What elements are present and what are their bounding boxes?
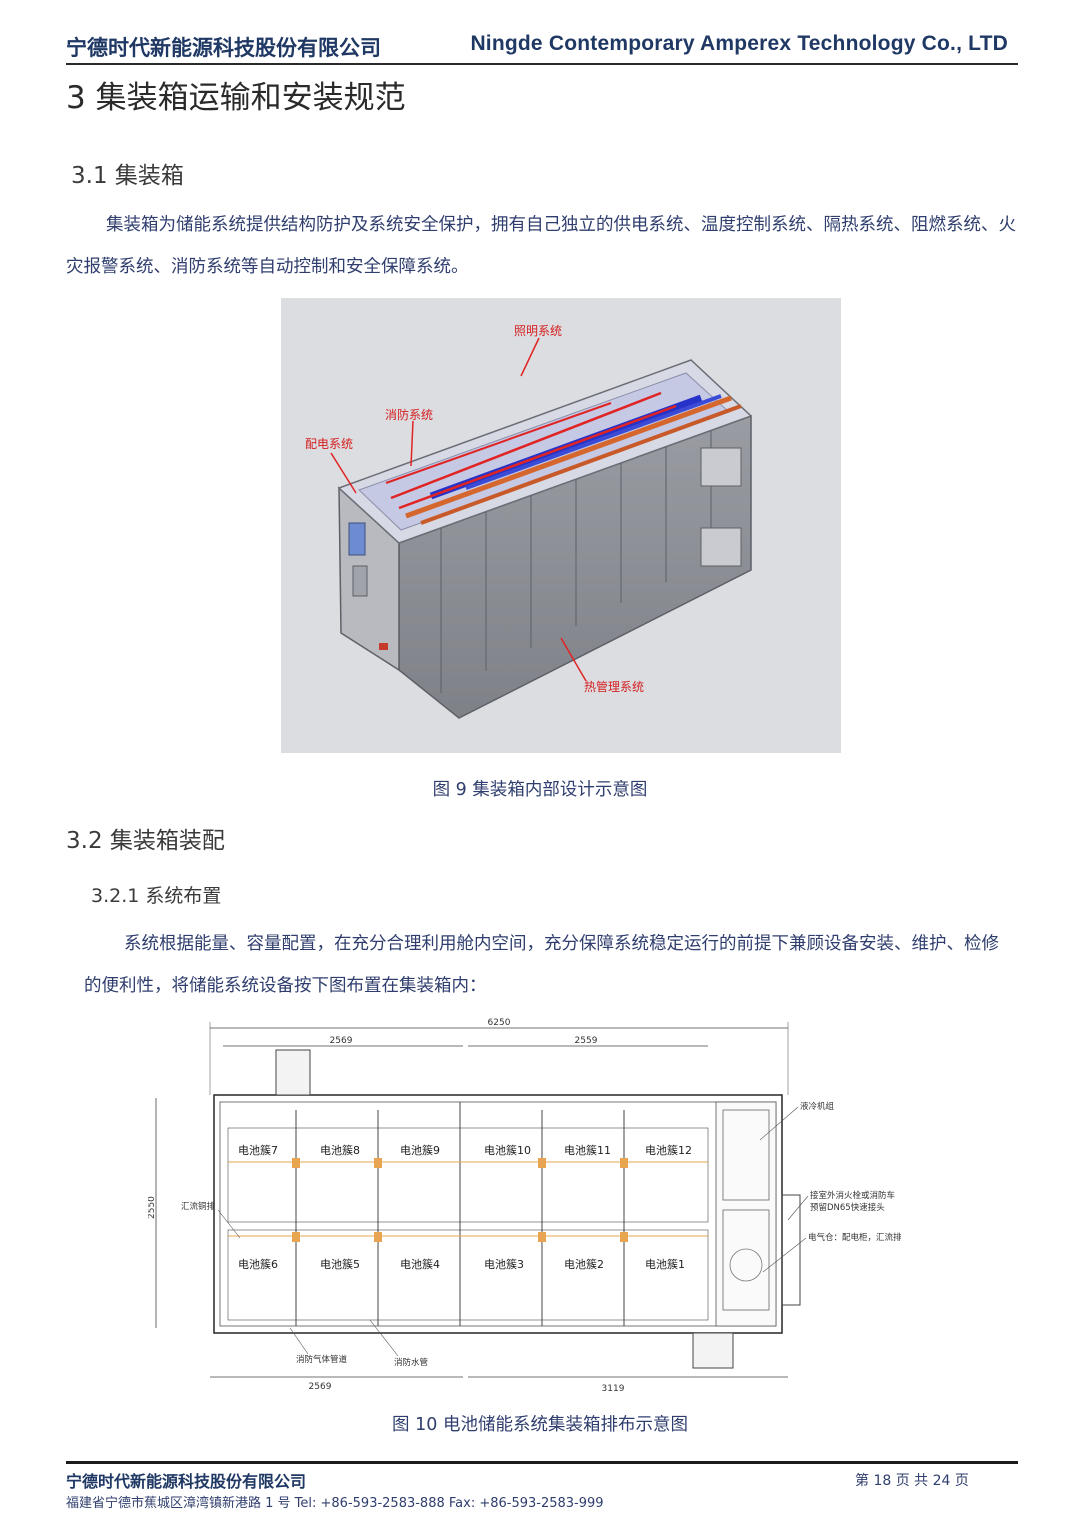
section-3-2-1-paragraph: 系统根据能量、容量配置，在充分合理利用舱内空间，充分保障系统稳定运行的前提下兼顾… [84,934,999,996]
cluster-label: 电池簇3 [484,1257,524,1271]
label-fire-system: 消防系统 [385,407,433,422]
section-3-2-title: 3.2 集装箱装配 [66,828,225,854]
dim-top-left: 2569 [330,1036,353,1046]
label-power-system: 配电系统 [305,437,353,451]
section-3-1-title: 3.1 集装箱 [71,163,184,189]
label-hydrant-line1: 接室外消火栓或消防车 [810,1190,895,1201]
dim-bottom-left: 2569 [309,1382,332,1392]
cluster-label: 电池簇9 [400,1143,440,1157]
dim-height: 2550 [148,1196,157,1219]
header-divider [66,63,1018,65]
dim-total-length: 6250 [488,1018,511,1028]
container-isometric-svg: 照明系统 消防系统 配电系统 热管理系统 [305,324,753,719]
figure-10-caption: 图 10 电池储能系统集装箱排布示意图 [392,1415,688,1435]
cluster-label: 电池簇12 [645,1143,692,1157]
figure-9-caption: 图 9 集装箱内部设计示意图 [432,780,648,800]
container-interior-figure: 照明系统 消防系统 配电系统 热管理系统 [281,298,841,753]
cluster-label: 电池簇8 [320,1143,360,1157]
cluster-label: 电池簇2 [564,1257,604,1271]
cluster-label: 电池簇1 [645,1257,685,1271]
dim-top-right: 2559 [575,1036,598,1046]
cluster-label: 电池簇11 [564,1143,611,1157]
footer-divider [66,1461,1018,1464]
label-water-pipe: 消防水管 [394,1357,428,1368]
dim-bottom-right: 3119 [602,1384,625,1394]
header-company-en: Ningde Contemporary Amperex Technology C… [470,32,1008,55]
section-3-1-paragraph: 集装箱为储能系统提供结构防护及系统安全保护，拥有自己独立的供电系统、温度控制系统… [66,215,1016,277]
label-electrical-compartment: 电气仓：配电柜，汇流排 [808,1232,902,1243]
layout-drawing-svg: 6250 2569 2559 2550 [147,1018,902,1394]
label-hydrant-line2: 预留DN65快速接头 [810,1202,885,1213]
footer-address: 福建省宁德市蕉城区漳湾镇新港路 1 号 Tel: +86-593-2583-88… [66,1496,604,1511]
cluster-label: 电池簇5 [320,1257,360,1271]
label-busbar: 汇流铜排 [181,1201,216,1212]
label-lighting-system: 照明系统 [514,324,562,338]
cluster-label: 电池簇10 [484,1143,531,1157]
cluster-label: 电池簇6 [238,1257,278,1271]
footer-page-number: 第 18 页 共 24 页 [855,1473,969,1489]
label-liquid-cooling: 液冷机组 [800,1101,835,1112]
container-layout-figure: 6250 2569 2559 2550 [147,1010,938,1400]
label-gas-pipe: 消防气体管道 [296,1354,348,1365]
label-thermal-system: 热管理系统 [584,679,644,694]
header-company-cn: 宁德时代新能源科技股份有限公司 [66,36,381,60]
cluster-label: 电池簇7 [238,1143,278,1157]
cluster-label: 电池簇4 [400,1257,440,1271]
section-3-2-1-title: 3.2.1 系统布置 [91,885,222,907]
footer-company: 宁德时代新能源科技股份有限公司 [66,1472,307,1491]
section-3-title: 3 集装箱运输和安装规范 [66,80,406,116]
